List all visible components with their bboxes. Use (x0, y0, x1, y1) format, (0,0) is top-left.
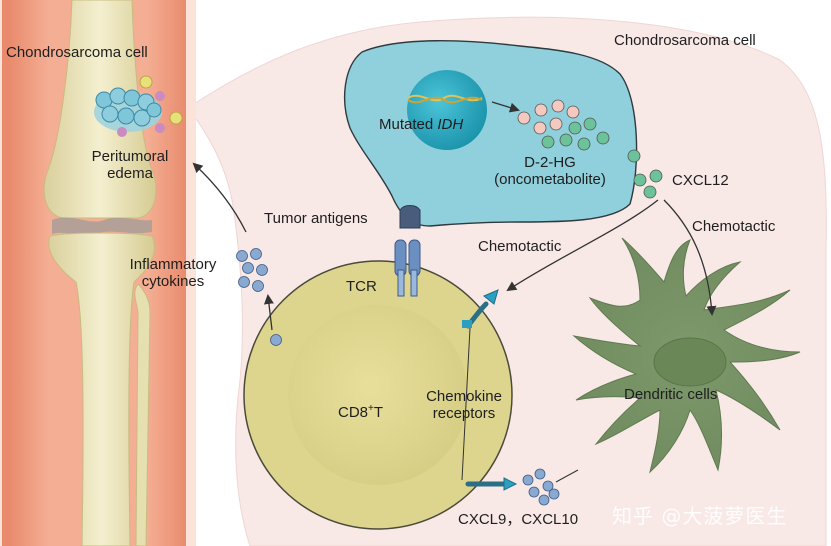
mutated-idh-label: Mutated IDH (379, 116, 463, 133)
cd8t-sup: + (368, 403, 374, 414)
tumor-antigens-label: Tumor antigens (264, 210, 368, 227)
arrow-cxcl12-to-tcell (506, 199, 659, 292)
nucleus (407, 70, 487, 150)
inflammatory-line2: cytokines (141, 273, 205, 291)
mutated-idh-prefix: Mutated (379, 116, 438, 133)
tcr-receptor-icon (394, 239, 421, 297)
receptor-bottom-icon (465, 477, 518, 491)
cxcl12-label: CXCL12 (672, 172, 729, 189)
d2hg-dots (517, 99, 610, 151)
d2hg-line1: D-2-HG (524, 154, 576, 171)
cd8t-base: CD8 (338, 404, 369, 421)
chemokine-line2: receptors (432, 405, 496, 423)
cd8t-tail: T (373, 404, 384, 421)
tumor-antigen-icon (399, 205, 421, 229)
receptor-top-icon (462, 289, 499, 329)
dendritic-nucleus (653, 337, 727, 387)
cxcl12-dots (627, 149, 663, 199)
d2hg-line2: (oncometabolite) (494, 171, 606, 189)
chemotactic-right-label: Chemotactic (692, 218, 776, 235)
cd8t-label: CD8+T (338, 403, 383, 421)
tumor-cluster (94, 75, 183, 137)
cxcl9-cxcl10-label: CXCL9，CXCL10 (458, 511, 579, 528)
dendritic-cells-label: Dendritic cells (624, 386, 718, 403)
arrows (192, 101, 717, 331)
peritumoral-edema-line1: Peritumoral (91, 148, 169, 165)
tcr-label: TCR (346, 278, 377, 295)
t-cell-nucleus (288, 305, 468, 485)
arrow-idh-to-d2hg (491, 101, 520, 113)
peritumoral-edema-line2: edema (107, 165, 153, 183)
d2hg-label: D-2-HG (oncometabolite) (486, 154, 614, 189)
receptor-connector (461, 327, 471, 481)
mutated-idh-gene: IDH (437, 116, 464, 133)
cxcl9-cxcl10-dots (522, 468, 560, 506)
arrow-cxcl12-to-dc (663, 199, 717, 316)
chemokine-line1: Chemokine (426, 388, 502, 405)
main-title: Chondrosarcoma cell (614, 32, 756, 49)
inset-title: Chondrosarcoma cell (6, 44, 148, 61)
chemotactic-left-label: Chemotactic (478, 238, 562, 255)
chemokine-receptors-label: Chemokine receptors (414, 388, 514, 423)
watermark: 知乎 @大菠萝医生 (612, 504, 788, 528)
arrow-cytokine-up (263, 294, 274, 331)
inflammatory-cytokine-dots (236, 248, 282, 346)
arrow-to-edema (192, 162, 247, 233)
inflammatory-cytokines-label: Inflammatory cytokines (112, 256, 234, 291)
peritumoral-edema-label: Peritumoral edema (78, 148, 182, 183)
inflammatory-line1: Inflammatory (129, 256, 217, 273)
dna-helix-icon (407, 94, 483, 104)
leg-inset (0, 0, 196, 546)
